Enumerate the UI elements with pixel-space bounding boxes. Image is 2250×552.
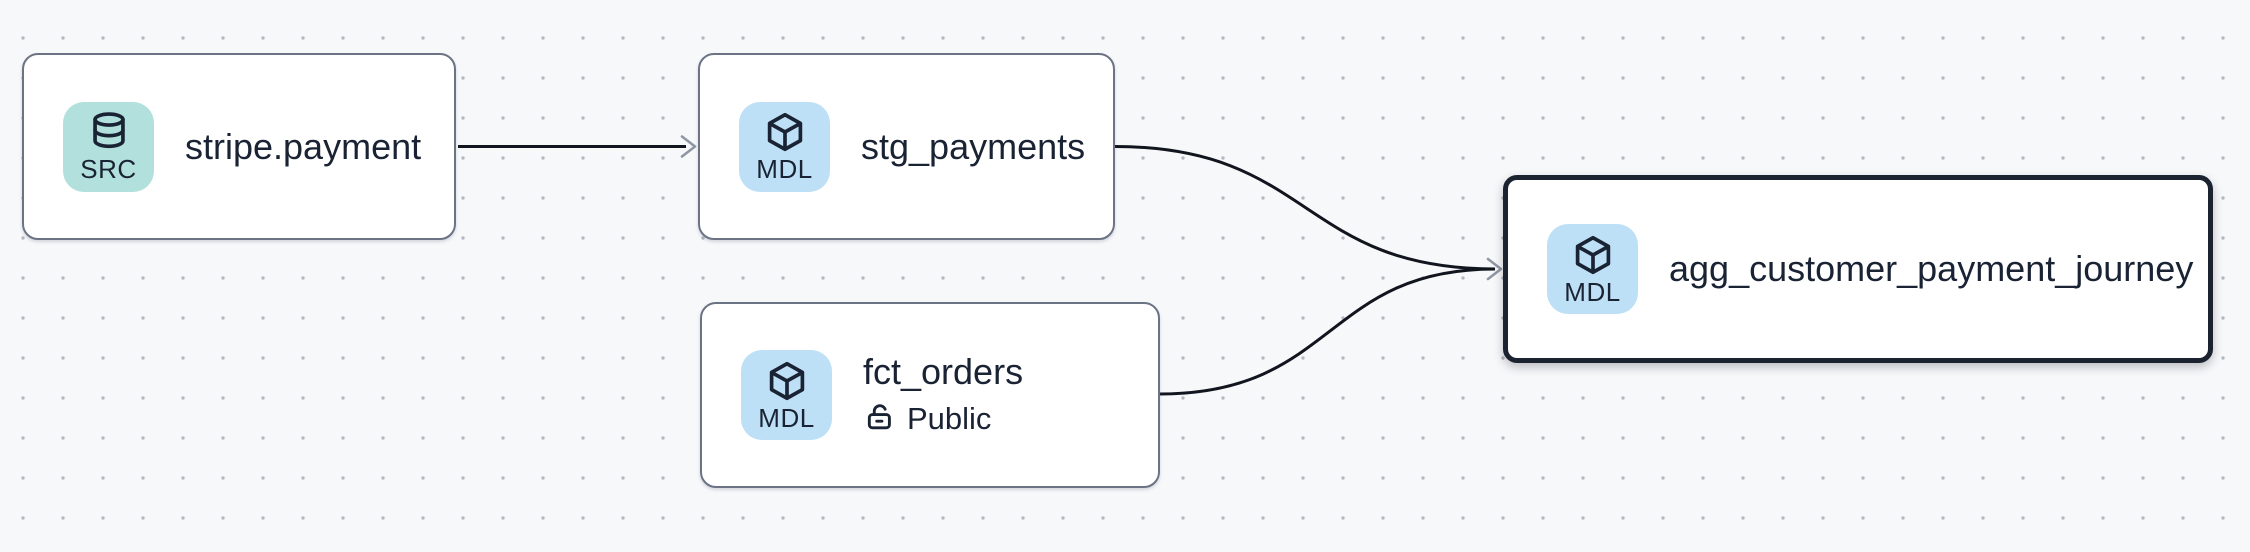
arrowhead-icon: [1486, 257, 1503, 281]
cube-icon: [763, 110, 807, 154]
node-stripe-payment[interactable]: SRC stripe.payment: [22, 53, 456, 240]
resource-type-label: MDL: [1564, 276, 1621, 307]
node-title: stripe.payment: [185, 125, 422, 167]
node-stg-payments[interactable]: MDL stg_payments: [698, 53, 1115, 240]
cube-icon: [1571, 233, 1615, 277]
resource-type-label: MDL: [758, 402, 815, 433]
lock-open-icon: [863, 400, 896, 438]
arrowhead-icon: [680, 135, 697, 158]
node-title: fct_orders: [863, 351, 1024, 392]
resource-type-chip: MDL: [1547, 224, 1638, 314]
access-badge: Public: [863, 400, 1023, 438]
database-icon: [87, 110, 131, 154]
cube-icon: [765, 359, 809, 403]
node-agg-customer-payment-journey[interactable]: MDL agg_customer_payment_journey: [1503, 175, 2213, 363]
resource-type-chip: MDL: [741, 350, 832, 440]
resource-type-chip: SRC: [63, 101, 154, 192]
node-fct-orders[interactable]: MDL fct_orders Public: [700, 302, 1160, 488]
node-title: stg_payments: [861, 125, 1086, 167]
edge-fct-orders-to-agg-journey: [1159, 267, 1496, 396]
resource-type-label: SRC: [80, 154, 137, 184]
resource-type-label: MDL: [756, 154, 813, 184]
resource-type-chip: MDL: [739, 101, 830, 192]
node-title: agg_customer_payment_journey: [1669, 248, 2194, 289]
access-label: Public: [907, 401, 992, 436]
edge-stg-payments-to-agg-journey: [1114, 145, 1496, 271]
